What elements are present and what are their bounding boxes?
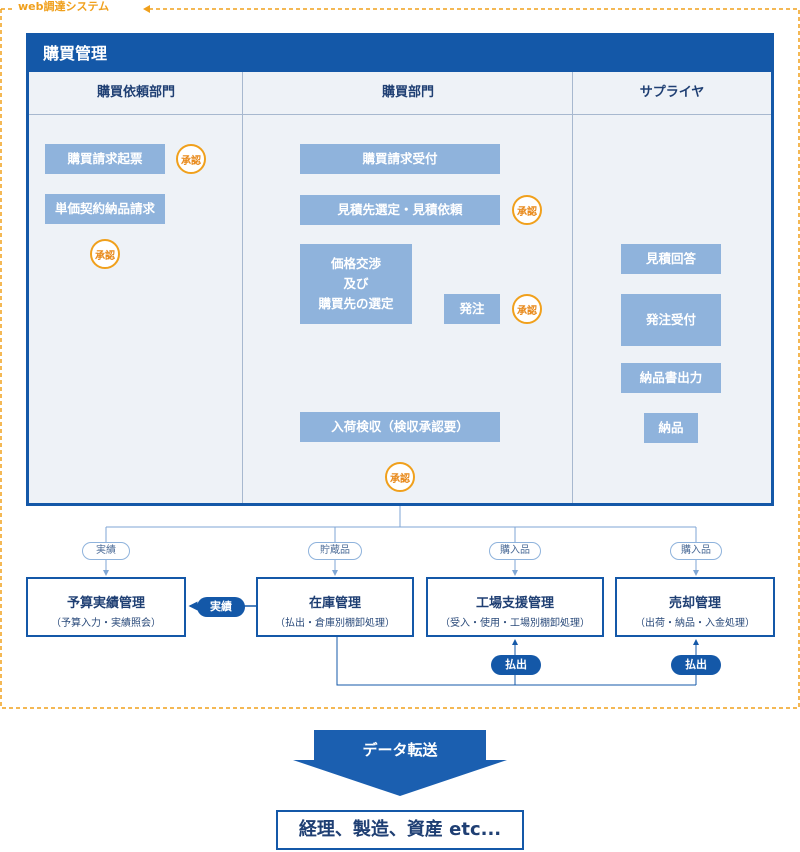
approval-mark: 承認 [176,144,206,174]
pill-payout: 払出 [671,655,721,675]
transfer-arrow [293,730,507,796]
flow-box-inspection: 入荷検収（検収承認要） [300,412,500,442]
pill-payout: 払出 [491,655,541,675]
system-budget-management[interactable]: 予算実績管理 （予算入力・実績照会） [26,577,186,637]
flow-box-order: 発注 [444,294,500,324]
pill-actual: 実績 [197,597,245,617]
system-subtitle: （出荷・納品・入金処理） [635,618,755,629]
column-divider [572,72,573,503]
approval-mark: 承認 [512,195,542,225]
approval-mark: 承認 [90,239,120,269]
negotiation-line-2: 及び [343,276,369,291]
approval-mark: 承認 [385,462,415,492]
data-transfer-label: データ転送 [362,741,438,759]
system-subtitle: （払出・倉庫別棚卸処理） [275,618,395,629]
flow-box-negotiation: 価格交渉 及び 購買先の選定 [300,244,412,324]
output-destinations: 経理、製造、資産 etc... [276,810,524,850]
column-divider [242,72,243,503]
system-boundary [0,8,800,709]
system-title: 在庫管理 [308,596,361,611]
tag-stock: 貯蔵品 [308,542,362,560]
approval-mark: 承認 [512,294,542,324]
column-header-purchasing-dept: 購買部門 [243,72,573,115]
negotiation-line-3: 購買先の選定 [318,296,394,311]
flow-box-request-start: 購買請求起票 [45,144,165,174]
system-label: web調達システム [14,0,114,14]
flow-box-delivery-note: 納品書出力 [621,363,721,393]
system-subtitle: （受入・使用・工場別棚卸処理） [440,618,590,629]
flow-box-order-receive: 発注受付 [621,294,721,346]
flow-box-unit-price-request: 単価契約納品請求 [45,194,165,224]
system-inventory-management[interactable]: 在庫管理 （払出・倉庫別棚卸処理） [256,577,414,637]
tag-purchased: 購入品 [670,542,722,560]
flow-box-delivery: 納品 [644,413,698,443]
system-subtitle: （予算入力・実績照会） [51,618,161,629]
system-title: 工場支援管理 [475,596,554,611]
negotiation-line-1: 価格交渉 [330,256,381,271]
system-title: 売却管理 [668,596,721,611]
column-header-requesting-dept: 購買依頼部門 [29,72,243,115]
panel-title: 購買管理 [29,36,771,72]
tag-actual: 実績 [82,542,130,560]
system-title: 予算実績管理 [66,596,145,611]
flow-box-quote-select: 見積先選定・見積依頼 [300,195,500,225]
flow-box-request-receive: 購買請求受付 [300,144,500,174]
flow-box-quote-answer: 見積回答 [621,244,721,274]
column-header-supplier: サプライヤ [573,72,771,115]
system-sales-management[interactable]: 売却管理 （出荷・納品・入金処理） [615,577,775,637]
tag-purchased: 購入品 [489,542,541,560]
system-factory-support[interactable]: 工場支援管理 （受入・使用・工場別棚卸処理） [426,577,604,637]
